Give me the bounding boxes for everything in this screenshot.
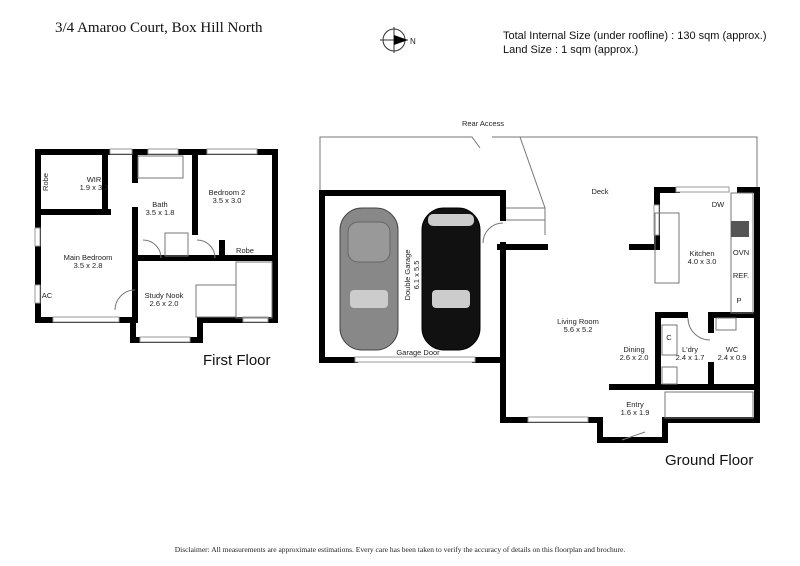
disclaimer: Disclaimer: All measurements are approxi…	[174, 545, 626, 554]
room-label: 1.6 x 1.9	[621, 408, 650, 417]
room-label: Entry	[626, 400, 644, 409]
room-label: OVN	[733, 248, 749, 257]
room-label: DW	[712, 200, 725, 209]
room-label: Double Garage	[403, 250, 412, 301]
room-label: 6.1 x 5.5	[412, 261, 421, 290]
room-label: 4.0 x 3.0	[688, 257, 717, 266]
property-address: 3/4 Amaroo Court, Box Hill North	[55, 20, 263, 36]
room-label: Bath	[152, 200, 167, 209]
room-label: Robe	[41, 173, 50, 191]
room-label: Bedroom 2	[209, 188, 246, 197]
land-size: Land Size : 1 sqm (approx.)	[503, 44, 639, 56]
ground-floor-plan: Rear Access Deck Garage Door DW OVN REF.…	[319, 119, 760, 469]
room-label: Dining	[623, 345, 644, 354]
room-label: Living Room	[557, 317, 599, 326]
room-label: Kitchen	[689, 249, 714, 258]
room-label: 3.5 x 3.0	[213, 196, 242, 205]
first-floor-plan: Robe Robe AC WIR 1.9 x 3.2 Bath 3.5 x 1.…	[34, 148, 278, 369]
room-label: P	[736, 296, 741, 305]
room-label: REF.	[733, 271, 749, 280]
room-label: L'dry	[682, 345, 698, 354]
room-label: 3.5 x 2.8	[74, 261, 103, 270]
room-label: 5.6 x 5.2	[564, 325, 593, 334]
first-floor-label: First Floor	[203, 352, 271, 369]
room-label: 2.6 x 2.0	[620, 353, 649, 362]
room-label: Garage Door	[396, 348, 440, 357]
room-label: C	[666, 333, 672, 342]
room-label: WIR	[87, 175, 102, 184]
room-label: Deck	[591, 187, 608, 196]
room-label: Main Bedroom	[64, 253, 113, 262]
room-label: Study Nook	[145, 291, 184, 300]
room-label: 3.5 x 1.8	[146, 208, 175, 217]
room-label: 2.6 x 2.0	[150, 299, 179, 308]
compass-icon: N	[380, 27, 416, 53]
room-label: WC	[726, 345, 739, 354]
ground-floor-label: Ground Floor	[665, 452, 753, 469]
room-label: 2.4 x 0.9	[718, 353, 747, 362]
internal-size: Total Internal Size (under roofline) : 1…	[503, 30, 767, 42]
room-label: Robe	[236, 246, 254, 255]
car-black	[421, 207, 481, 351]
room-label: Rear Access	[462, 119, 504, 128]
room-label: 2.4 x 1.7	[676, 353, 705, 362]
room-label: AC	[42, 291, 53, 300]
room-label: 1.9 x 3.2	[80, 183, 109, 192]
room-label: N	[410, 37, 416, 46]
